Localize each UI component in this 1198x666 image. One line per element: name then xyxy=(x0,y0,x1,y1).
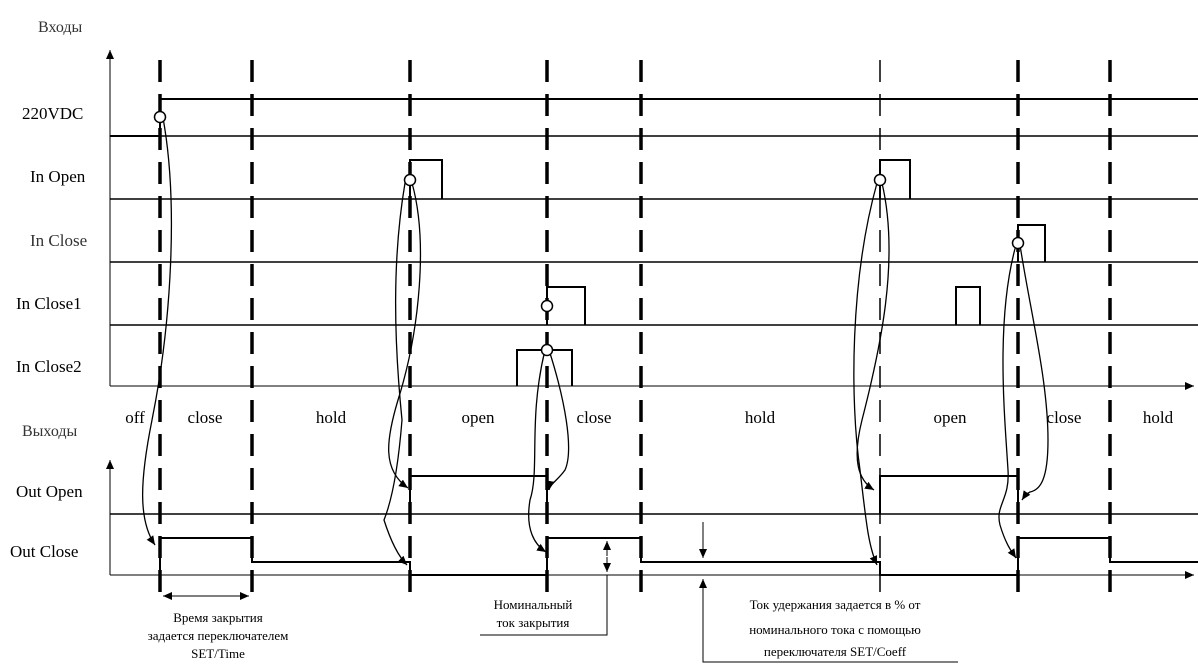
hold-current-note-line-1: Ток удержания задается в % от xyxy=(750,597,921,612)
close-time-note-line-2: задается переключателем xyxy=(148,628,289,643)
hold-current-note-line-3: переключателя SET/Coeff xyxy=(764,644,907,659)
signal-label-in-close1: In Close1 xyxy=(16,294,82,313)
state-label: off xyxy=(125,408,145,427)
waveform-220vdc xyxy=(110,98,1198,137)
state-label: close xyxy=(577,408,612,427)
waveform-out-open-pulse-2 xyxy=(879,475,1019,514)
state-label: open xyxy=(933,408,967,427)
waveform-out-open-pulse-1 xyxy=(409,475,548,514)
nominal-current-annotation xyxy=(480,541,611,636)
signal-label-out-close: Out Close xyxy=(10,542,78,561)
signal-label-220vdc: 220VDC xyxy=(22,104,83,123)
state-label: hold xyxy=(745,408,776,427)
inputs-axis xyxy=(106,50,1194,390)
waveform-in-close1-pulse-2 xyxy=(955,286,981,325)
state-label: close xyxy=(1047,408,1082,427)
event-nodes xyxy=(153,110,1025,357)
signal-label-out-open: Out Open xyxy=(16,482,83,501)
nominal-current-note-line-1: Номинальный xyxy=(494,597,573,612)
causal-arrows xyxy=(141,117,1049,566)
state-label: close xyxy=(188,408,223,427)
outputs-axis xyxy=(106,460,1194,579)
state-label: hold xyxy=(316,408,347,427)
signal-label-in-close2: In Close2 xyxy=(16,357,82,376)
signal-label-in-open: In Open xyxy=(30,167,86,186)
outputs-heading: Выходы xyxy=(22,423,77,440)
close-time-note-line-1: Время закрытия xyxy=(173,610,262,625)
close-time-note-line-3: SET/Time xyxy=(191,646,245,661)
hold-current-annotation xyxy=(699,522,958,663)
signal-label-in-close: In Close xyxy=(30,231,87,250)
waveform-out-close xyxy=(159,537,1198,576)
inputs-heading: Входы xyxy=(38,19,83,36)
state-label: open xyxy=(461,408,495,427)
nominal-current-note-line-2: ток закрытия xyxy=(497,615,570,630)
hold-current-note-line-2: номинального тока с помощью xyxy=(749,622,921,637)
state-boundaries xyxy=(158,60,1112,600)
state-label: hold xyxy=(1143,408,1174,427)
